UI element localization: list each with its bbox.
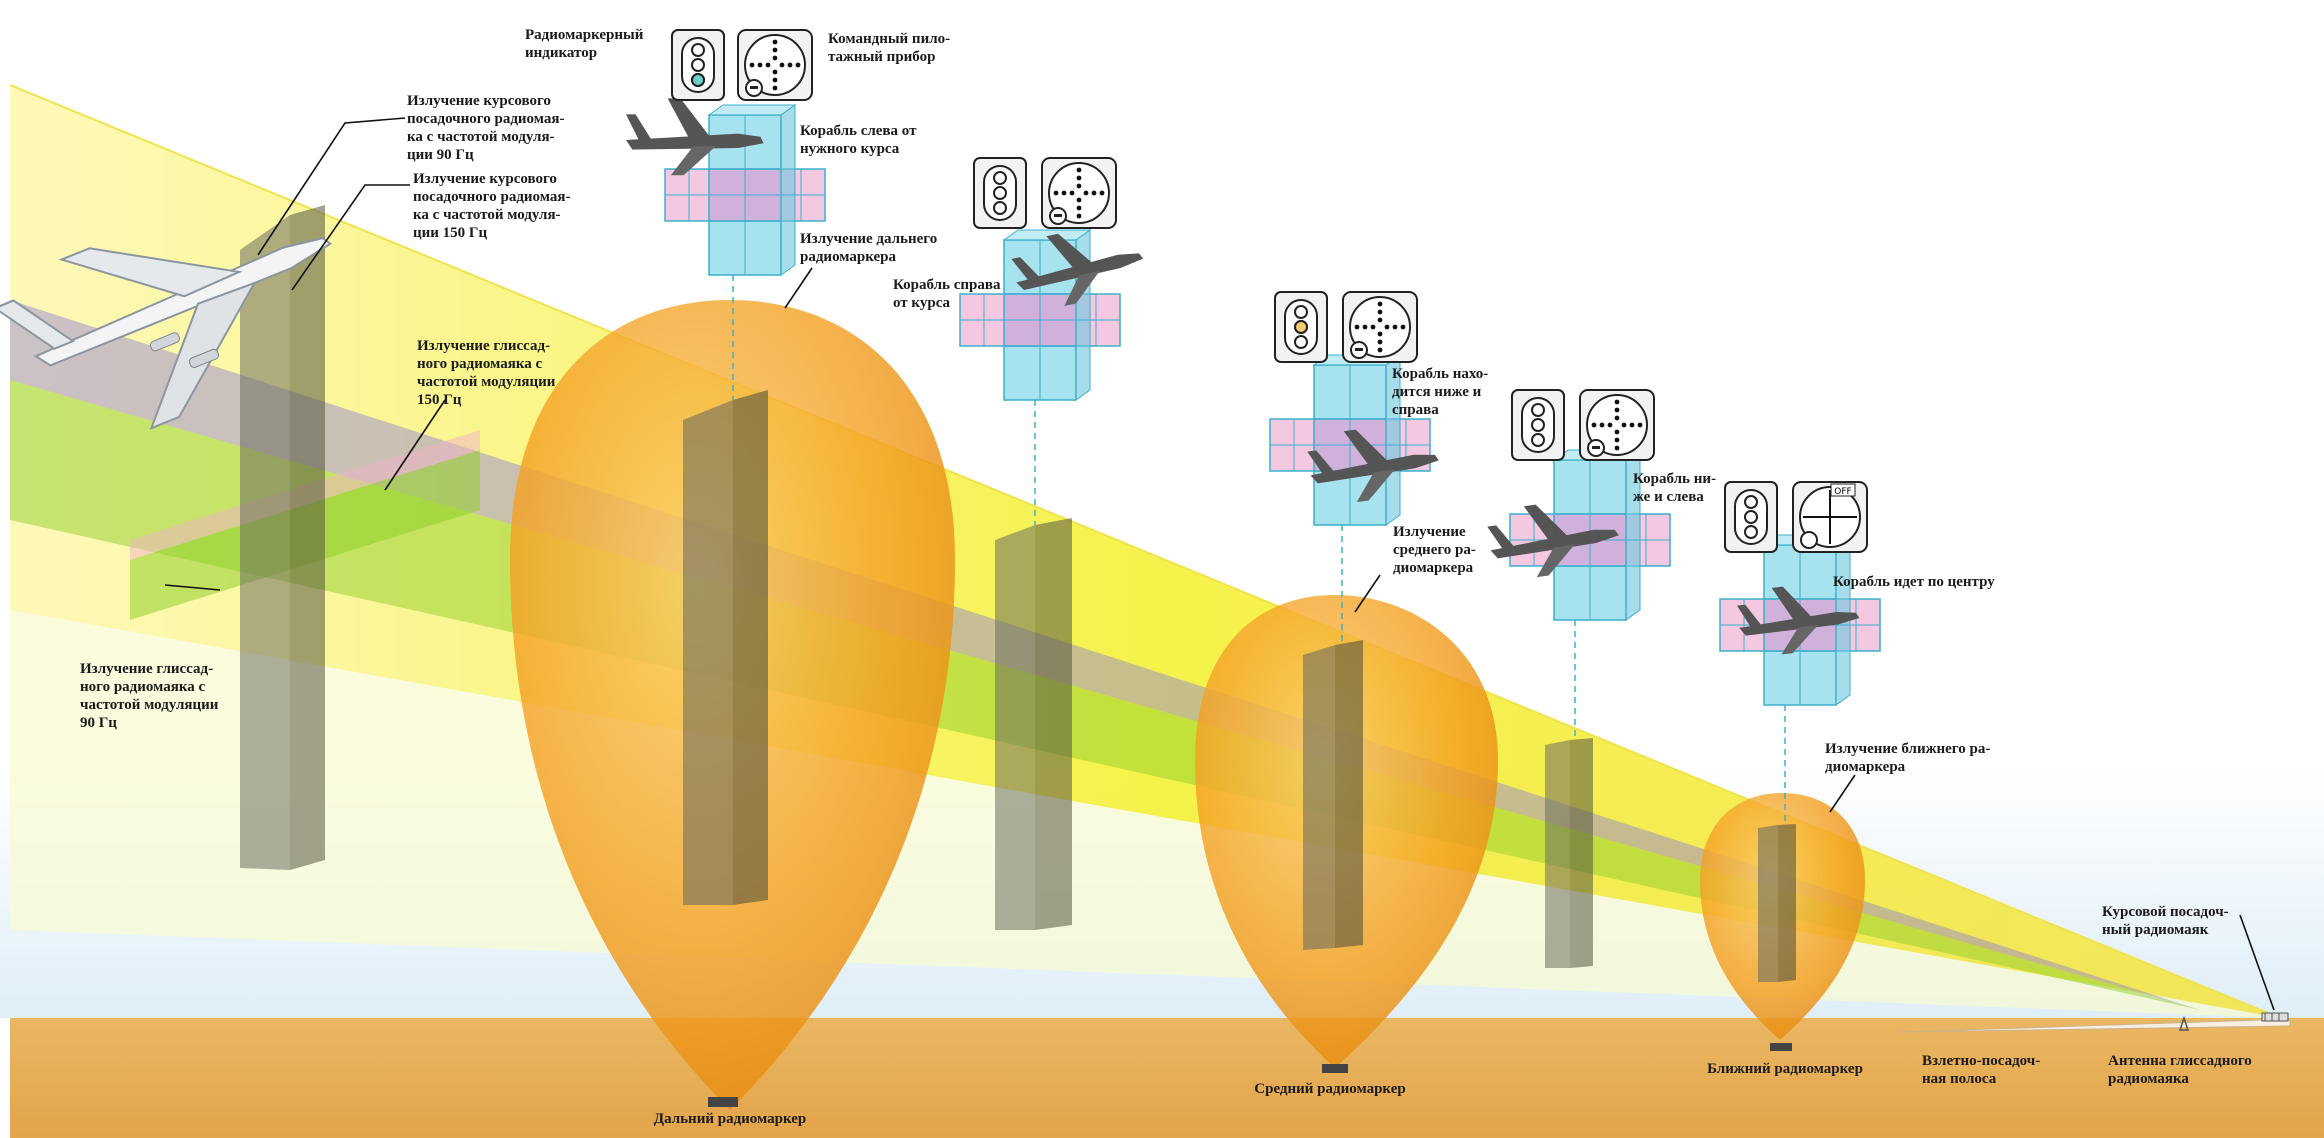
ground [10,1018,2324,1138]
ship-low-left-label: Корабль ни- же и слева [1633,471,1716,505]
beam-cross-pillars [240,205,1796,982]
localizer-label: Курсовой посадоч- ный радиомаяк [2102,904,2229,938]
ship-right-label: Корабль справа от курса [893,277,1001,311]
flight-director-icon [1579,389,1655,461]
flight-director-label: Командный пило- тажный прибор [828,31,951,65]
ship-center-label: Корабль идет по центру [1833,574,1995,590]
glide-90hz-label: Излучение глиссад- ного радиомаяка с час… [80,661,219,731]
glide-slope-antenna [2178,1015,2190,1031]
ship-left-label: Корабль слева от нужного курса [800,123,917,157]
runway-label: Взлетно-посадоч- ная полоса [1922,1053,2041,1087]
glide-150hz-label: Излучение глиссад- ного радиомаяка с час… [417,338,556,408]
localizer-150hz-label: Излучение курсового посадочного радиомая… [413,171,571,241]
outer-marker-emission-label: Излучение дальнего радиомаркера [800,231,938,265]
outer-marker-label: Дальний радиомаркер [653,1111,807,1127]
marker-indicator-icon [1511,389,1565,461]
flight-director-icon [1041,157,1117,229]
middle-marker-emission-label: Излучение среднего ра- диомаркера [1393,524,1476,576]
marker-indicator-icon [973,157,1027,229]
outer-marker-beacon [708,1097,738,1107]
inner-marker-beacon [1770,1043,1792,1051]
inner-marker-emission-label: Излучение ближнего ра- диомаркера [1825,741,1991,775]
marker-indicator-label: Радиомаркерный индикатор [525,27,644,61]
marker-indicator-icon [1724,481,1778,553]
flight-director-icon: OFF [1792,481,1868,553]
airliner-icon [0,237,333,430]
inner-marker-label: Ближний радиомаркер [1707,1061,1863,1077]
flight-director-icon [1342,291,1418,363]
off-flag-label: OFF [1834,487,1851,497]
marker-indicator-icon [671,29,725,101]
leader-lines [164,117,2275,1011]
ship-low-right-label: Корабль нахо- дится ниже и справа [1392,366,1489,418]
localizer-antenna [2261,1012,2289,1022]
runway-strip [1899,1019,2291,1033]
marker-indicator-icon [1274,291,1328,363]
glide-antenna-label: Антенна глиссадного радиомаяка [2108,1053,2252,1087]
flight-director-icon [737,29,813,101]
middle-marker-label: Средний радиомаркер [1254,1081,1406,1097]
localizer-90hz-label: Излучение курсового посадочного радиомая… [407,93,565,163]
middle-marker-beacon [1322,1064,1348,1073]
